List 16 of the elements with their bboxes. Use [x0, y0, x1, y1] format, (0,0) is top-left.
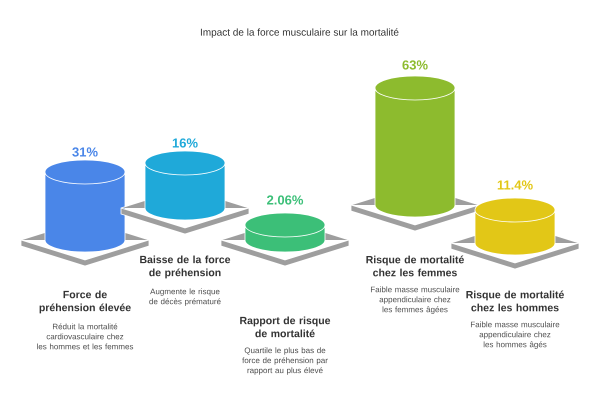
description: Réduit la mortalité cardiovasculaire chez les hommes et les femmes	[37, 323, 134, 350]
heading: Baisse de la force de préhension	[140, 256, 230, 278]
description: Faible masse musculaire appendiculaire chez les femmes âgées	[370, 286, 460, 314]
heading: Rapport de risque de mortalité	[240, 316, 330, 338]
description: Augmente le risque de décès prématuré	[149, 288, 221, 306]
heading: Risque de mortalité chez les femmes	[366, 256, 464, 276]
value-label: 16%	[172, 138, 198, 148]
description: Faible masse musculaire appendiculaire chez les hommes âgés	[470, 321, 560, 349]
value-label: 31%	[72, 147, 98, 157]
heading: Force de préhension élevée	[40, 290, 131, 314]
description: Quartile le plus bas de force de préhension par rapport au plus élevé	[242, 347, 328, 375]
value-label: 2.06%	[267, 195, 304, 205]
title: Impact de la force musculaire sur la mortalité	[200, 28, 398, 38]
value-label: 11.4%	[498, 180, 533, 190]
heading: Risque de mortalité chez les hommes	[466, 290, 564, 312]
value-label: 63%	[402, 60, 428, 70]
